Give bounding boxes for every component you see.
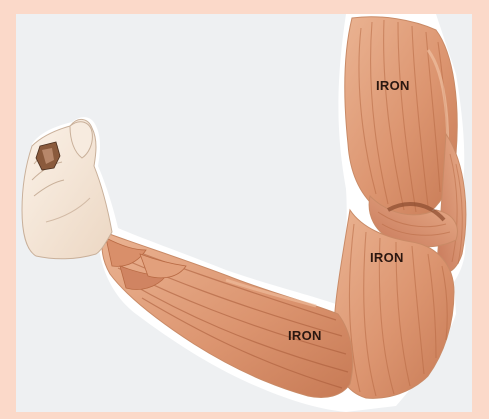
muscular-arm-illustration: IRON IRON IRON xyxy=(16,14,472,412)
elbow-label: IRON xyxy=(370,250,404,265)
upper-arm-muscle xyxy=(345,17,457,217)
upper-arm-label: IRON xyxy=(376,78,410,93)
forearm-label: IRON xyxy=(288,328,322,343)
illustration-canvas: IRON IRON IRON xyxy=(16,14,472,412)
